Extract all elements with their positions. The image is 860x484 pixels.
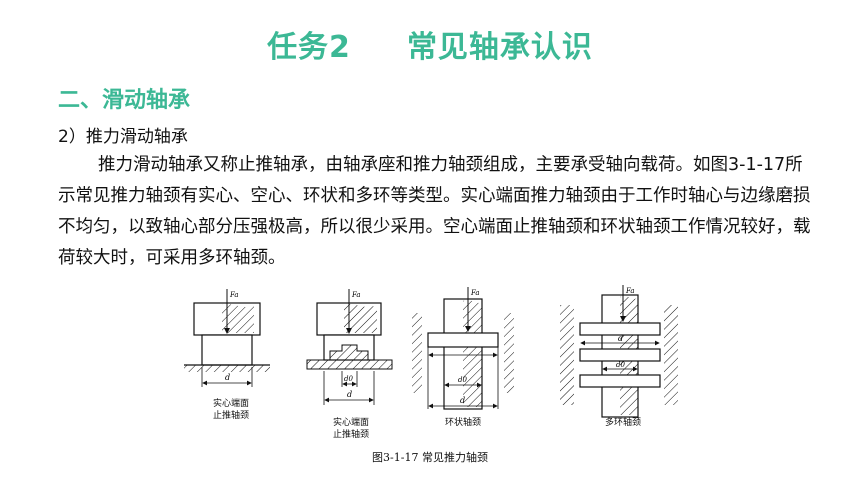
dim-d-c: d (460, 396, 465, 405)
caption-hollow: 实心端面 止推轴颈 (332, 418, 369, 440)
section-heading: 二、滑动轴承 (58, 88, 191, 113)
force-label-c: Fa (470, 289, 480, 297)
caption-ring: 环状轴颈 (444, 418, 481, 428)
slide-title: 任务2 常见轴承认识 (0, 22, 860, 66)
figure-drawing: Fa d Fa d0 d (184, 285, 678, 418)
body-paragraph: 推力滑动轴承又称止推轴承，由轴承座和推力轴颈组成，主要承受轴向载荷。如图3-1-… (58, 155, 811, 268)
force-label-a: Fa (229, 291, 239, 299)
dim-d-d: d (618, 334, 623, 343)
dim-d-a: d (225, 373, 230, 382)
caption-multi: 多环轴颈 (604, 418, 641, 428)
dim-d0-b: d0 (344, 375, 353, 383)
force-label-b: Fa (351, 291, 361, 299)
multi-ring-journal-diagram: Fa d d0 (560, 285, 678, 418)
hollow-journal-diagram: Fa d0 d (306, 289, 393, 405)
thrust-journal-figure: Fa d Fa d0 d (182, 285, 682, 445)
solid-journal-diagram: Fa d (184, 289, 270, 387)
figure-caption: 图3-1-17 常见推力轴颈 (372, 451, 488, 464)
title-name: 常见轴承认识 (406, 30, 593, 65)
title-task: 任务2 (267, 30, 351, 65)
force-label-d: Fa (625, 287, 635, 295)
dim-d-b: d (347, 390, 352, 399)
caption-solid: 实心端面 止推轴颈 (212, 399, 249, 421)
dim-d0-d: d0 (616, 361, 625, 369)
sub-heading: 2）推力滑动轴承 (58, 127, 188, 147)
ring-journal-diagram: Fa d0 d (412, 287, 514, 410)
dim-d0-c: d0 (458, 376, 467, 384)
